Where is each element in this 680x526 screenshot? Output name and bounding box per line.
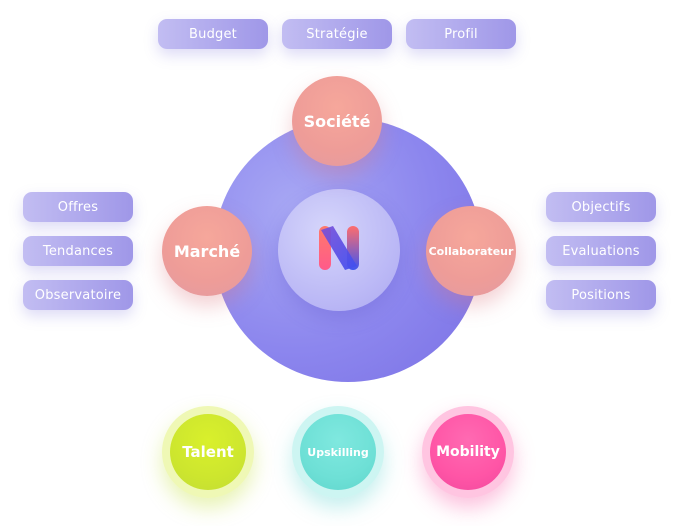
circle-upskilling-label: Upskilling: [307, 445, 369, 459]
circle-talent[interactable]: Talent: [162, 406, 254, 498]
node-marche-label: Marché: [173, 241, 241, 261]
pill-objectifs[interactable]: Objectifs: [546, 192, 656, 222]
hub-center: [278, 189, 400, 311]
pill-budget[interactable]: Budget: [158, 19, 268, 49]
circle-upskilling[interactable]: Upskilling: [292, 406, 384, 498]
circle-mobility-label: Mobility: [436, 444, 500, 460]
pill-offres[interactable]: Offres: [23, 192, 133, 222]
node-societe[interactable]: Société: [292, 76, 382, 166]
node-societe-label: Société: [303, 111, 371, 131]
pill-evaluations[interactable]: Evaluations: [546, 236, 656, 266]
circle-talent-label: Talent: [182, 443, 234, 461]
node-marche[interactable]: Marché: [162, 206, 252, 296]
pill-tendances[interactable]: Tendances: [23, 236, 133, 266]
circle-mobility[interactable]: Mobility: [422, 406, 514, 498]
pill-observatoire[interactable]: Observatoire: [23, 280, 133, 310]
pill-strategie[interactable]: Stratégie: [282, 19, 392, 49]
pill-profil[interactable]: Profil: [406, 19, 516, 49]
pill-positions[interactable]: Positions: [546, 280, 656, 310]
node-collaborateur[interactable]: Collaborateur: [426, 206, 516, 296]
n-logo-icon: [311, 220, 367, 280]
node-collaborateur-label: Collaborateur: [428, 244, 514, 258]
